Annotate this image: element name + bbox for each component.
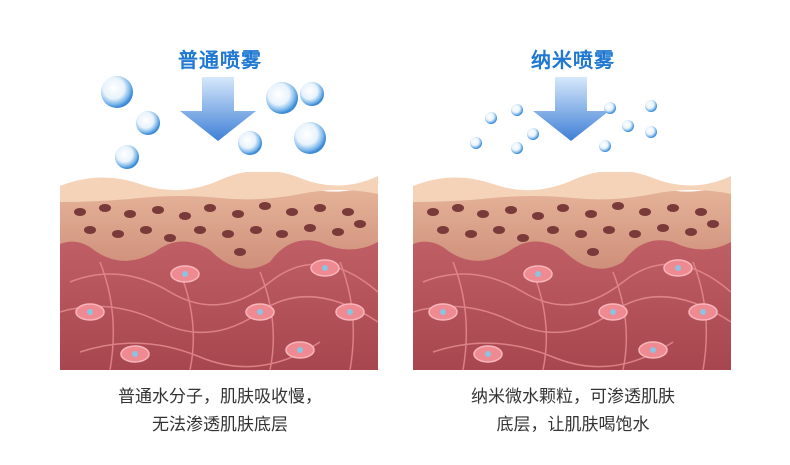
water-droplet <box>300 82 324 106</box>
panel-title: 普通喷雾 <box>178 48 262 72</box>
water-droplet <box>485 112 497 124</box>
water-droplet <box>511 104 523 116</box>
water-droplet <box>645 126 657 138</box>
water-droplet <box>622 120 634 132</box>
water-droplet <box>101 76 133 108</box>
water-droplet <box>599 140 611 152</box>
water-droplet <box>527 128 539 140</box>
skin-cross-section <box>60 172 378 370</box>
normal-spray-panel: 普通喷雾 <box>60 0 380 465</box>
nano-droplets <box>470 100 657 154</box>
caption-line-2: 无法渗透肌肤底层 <box>152 415 288 435</box>
water-droplet <box>136 111 160 135</box>
skin-cross-section <box>413 172 731 370</box>
water-droplet <box>294 122 326 154</box>
nano-spray-panel: 纳米喷雾 <box>413 0 733 465</box>
large-droplets <box>101 76 326 169</box>
water-droplet <box>238 131 262 155</box>
water-droplet <box>645 100 657 112</box>
arrow-down-icon <box>180 77 256 141</box>
water-droplet <box>511 142 523 154</box>
water-droplet <box>115 145 139 169</box>
water-droplet <box>604 102 616 114</box>
panel-title: 纳米喷雾 <box>531 48 615 72</box>
caption-line-1: 普通水分子，肌肤吸收慢， <box>118 387 322 407</box>
water-droplet <box>266 82 298 114</box>
caption-line-1: 纳米微水颗粒，可渗透肌肤 <box>471 387 675 407</box>
water-droplet <box>470 137 482 149</box>
arrow-down-icon <box>533 77 609 141</box>
caption-line-2: 底层，让肌肤喝饱水 <box>496 415 650 435</box>
